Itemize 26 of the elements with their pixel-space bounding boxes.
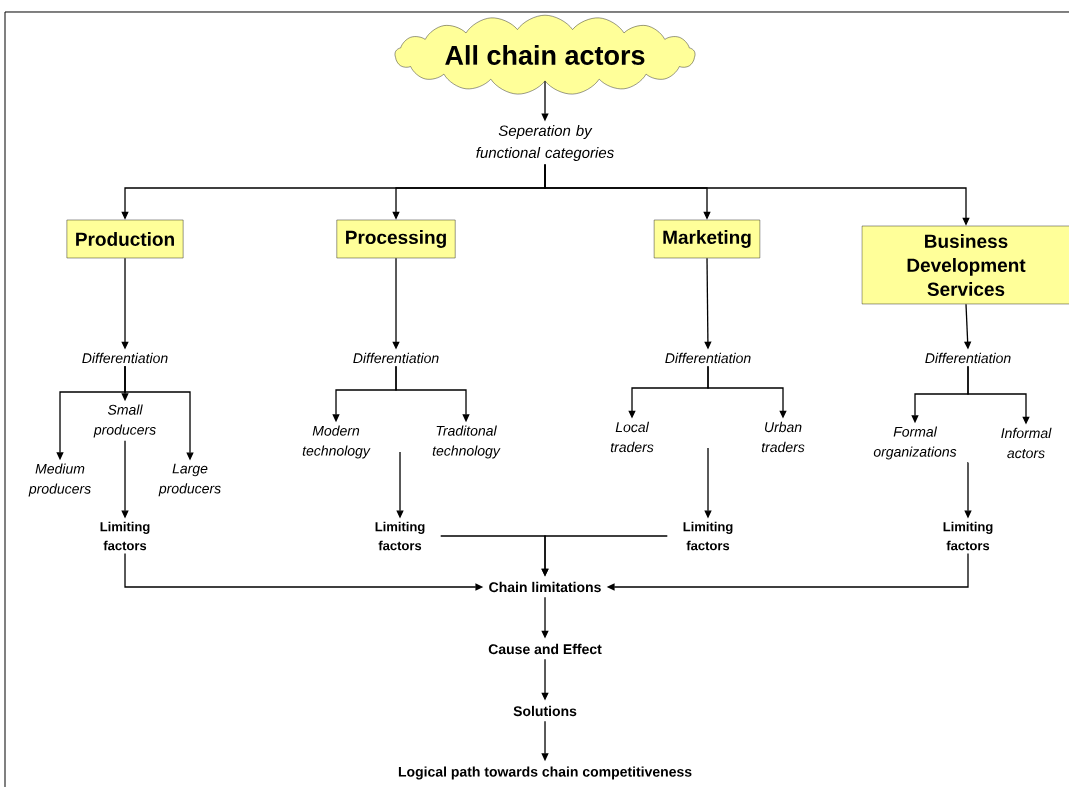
step-label: Solutions xyxy=(513,705,577,717)
factor-label: Limiting factors xyxy=(683,521,733,551)
differentiation-label: Local traders xyxy=(610,421,654,453)
step-label: Chain limitations xyxy=(489,581,601,593)
category-box: Processing xyxy=(336,219,456,259)
differentiation-label: Differentiation xyxy=(665,352,751,364)
step-label: Cause and Effect xyxy=(488,643,602,655)
differentiation-label: Traditonal technology xyxy=(432,425,501,459)
differentiation-label: Informal actors xyxy=(1001,427,1052,459)
differentiation-label: Large producers xyxy=(158,463,221,497)
differentiation-label: Medium producers xyxy=(28,463,91,497)
factor-label: Limiting factors xyxy=(943,521,993,551)
differentiation-label: Formal organizations xyxy=(873,426,957,460)
differentiation-label: Small producers xyxy=(93,404,156,438)
factor-label: Limiting factors xyxy=(375,521,425,551)
differentiation-label: Differentiation xyxy=(925,352,1011,364)
differentiation-label: Urban traders xyxy=(761,421,805,453)
category-box: Business Development Services xyxy=(861,225,1069,305)
category-box: Production xyxy=(66,219,184,259)
category-label: Seperation by functional categories xyxy=(476,125,614,161)
category-box: Marketing xyxy=(653,219,761,259)
factor-label: Limiting factors xyxy=(100,521,150,551)
differentiation-label: Differentiation xyxy=(353,352,439,364)
step-label: Logical path towards chain competitiveness xyxy=(398,766,692,780)
differentiation-label: Differentiation xyxy=(82,352,168,364)
differentiation-label: Modern technology xyxy=(302,425,371,459)
